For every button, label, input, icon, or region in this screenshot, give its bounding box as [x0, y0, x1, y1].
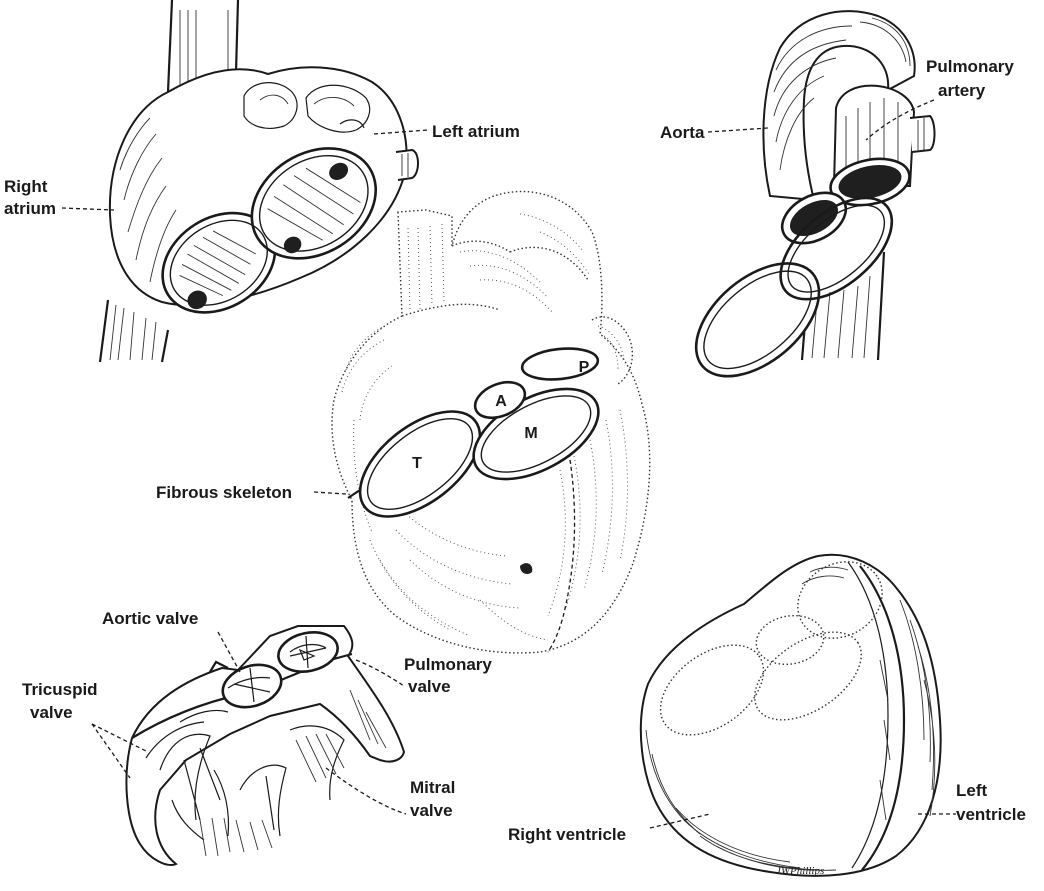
right-atrium-label-line1: Right — [4, 177, 48, 196]
valves-cutaway-drawing — [126, 626, 404, 865]
aorta-label: Aorta — [660, 123, 705, 142]
fibrous-skeleton-heart-drawing — [332, 192, 650, 653]
pulmonary-artery-label-line2: artery — [938, 81, 986, 100]
tricuspid-valve-label-line2: valve — [30, 703, 73, 722]
pulmonary-artery-label-line1: Pulmonary — [926, 57, 1014, 76]
left-atrium-label: Left atrium — [432, 122, 520, 141]
fibrous-skeleton-leader-line — [314, 492, 346, 494]
aortic-valve-label: Aortic valve — [102, 609, 198, 628]
fibrous-skeleton-label: Fibrous skeleton — [156, 483, 292, 502]
ring-letter-pulmonary: P — [579, 359, 590, 376]
aorta-leader-line — [708, 128, 768, 132]
illustrator-signature: JWPhillips — [776, 865, 824, 877]
ring-letter-mitral: M — [524, 425, 537, 442]
tricuspid-valve-label-line1: Tricuspid — [22, 680, 98, 699]
mitral-valve-leader-line — [326, 768, 406, 814]
mitral-valve-label-line1: Mitral — [410, 778, 455, 797]
left-ventricle-label-line1: Left — [956, 781, 988, 800]
pulmonary-valve-label-line1: Pulmonary — [404, 655, 492, 674]
ventricles-drawing — [641, 547, 941, 876]
ring-letter-aortic: A — [495, 393, 507, 410]
aortic-valve-leader-line — [218, 632, 240, 672]
pulmonary-valve-label-line2: valve — [408, 677, 451, 696]
ring-letter-tricuspid: T — [412, 455, 422, 472]
right-ventricle-label: Right ventricle — [508, 825, 626, 844]
mitral-valve-label-line2: valve — [410, 801, 453, 820]
right-atrium-label-line2: atrium — [4, 199, 56, 218]
atria-view-drawing — [100, 0, 418, 362]
right-atrium-leader-line — [62, 208, 114, 210]
left-ventricle-label-line2: ventricle — [956, 805, 1026, 824]
great-vessels-drawing — [675, 11, 934, 398]
